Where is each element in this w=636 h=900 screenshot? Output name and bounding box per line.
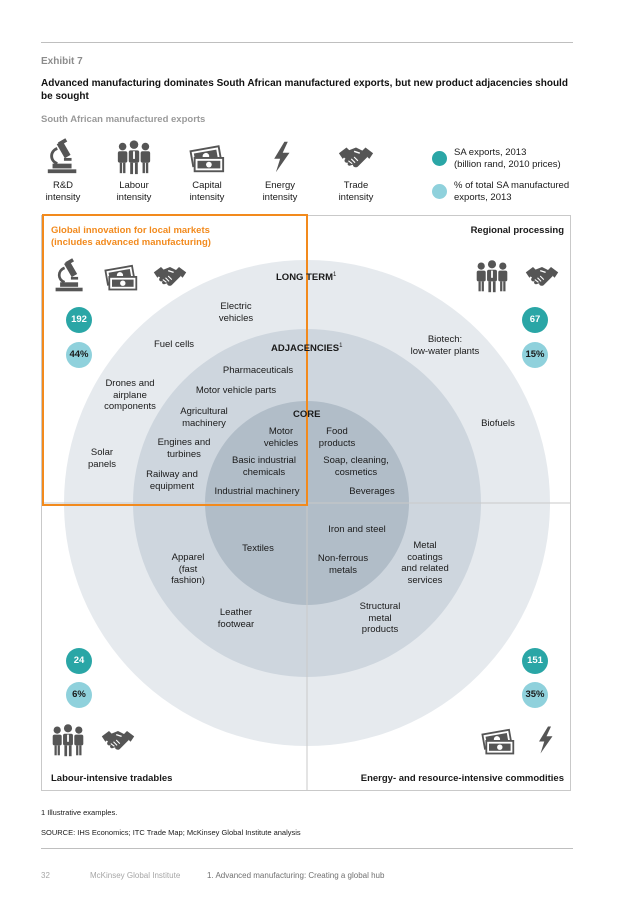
exhibit-label: Exhibit 7 <box>41 56 83 67</box>
report-title: 1. Advanced manufacturing: Creating a gl… <box>207 871 385 880</box>
top-rule <box>41 42 573 43</box>
legend-exports-text: SA exports, 2013(billion rand, 2010 pric… <box>454 147 561 170</box>
top-right-share-bubble: 15% <box>522 342 548 368</box>
people-icon <box>50 722 86 758</box>
footer-rule <box>41 848 573 849</box>
bottom-left-share-bubble: 6% <box>66 682 92 708</box>
item-pharmaceuticals: Pharmaceuticals <box>222 365 294 376</box>
item-motor-vehicle-parts: Motor vehicle parts <box>195 385 277 396</box>
item-biotech: Biotech:low-water plants <box>410 334 480 357</box>
bottom-right-quadrant-title: Energy- and resource-intensive commoditi… <box>360 773 564 784</box>
legend-exports-dot <box>432 151 447 166</box>
item-textiles: Textiles <box>242 543 274 554</box>
core-label: CORE <box>293 409 321 420</box>
item-beverages: Beverages <box>349 486 395 497</box>
page-number: 32 <box>41 871 50 880</box>
handshake-icon <box>98 722 138 758</box>
item-industrial-machinery: Industrial machinery <box>214 486 300 497</box>
people-icon <box>474 258 510 294</box>
money-icon <box>103 258 139 294</box>
top-right-exports-bubble: 67 <box>522 307 548 333</box>
top-right-quadrant-title: Regional processing <box>470 225 564 236</box>
bottom-left-quadrant-title: Labour-intensive tradables <box>51 773 173 784</box>
handshake-icon <box>150 258 190 294</box>
item-biofuels: Biofuels <box>481 418 515 429</box>
top-left-share-bubble: 44% <box>66 342 92 368</box>
bottom-right-share-bubble: 35% <box>522 682 548 708</box>
money-icon <box>480 722 516 758</box>
exhibit-subtitle: South African manufactured exports <box>41 114 206 125</box>
bottom-right-exports-bubble: 151 <box>522 648 548 674</box>
item-soap: Soap, cleaning,cosmetics <box>323 455 389 478</box>
legend-share-dot <box>432 184 447 199</box>
source-note: SOURCE: IHS Economics; ITC Trade Map; Mc… <box>41 828 301 837</box>
bottom-left-exports-bubble: 24 <box>66 648 92 674</box>
adjacencies-label: ADJACENCIES1 <box>271 343 343 355</box>
publisher-name: McKinsey Global Institute <box>90 871 181 880</box>
item-fuel-cells: Fuel cells <box>153 339 195 350</box>
footnote: 1 Illustrative examples. <box>41 808 118 817</box>
innovation-highlight-box <box>42 214 308 506</box>
top-left-quadrant-title: Global innovation for local markets(incl… <box>51 225 211 248</box>
microscope-icon <box>52 258 88 294</box>
top-left-exports-bubble: 192 <box>66 307 92 333</box>
lightning-icon <box>530 722 560 758</box>
handshake-icon <box>522 258 562 294</box>
long-term-label: LONG TERM1 <box>276 272 337 284</box>
item-iron-steel: Iron and steel <box>328 524 386 535</box>
exhibit-title: Advanced manufacturing dominates South A… <box>41 78 568 102</box>
